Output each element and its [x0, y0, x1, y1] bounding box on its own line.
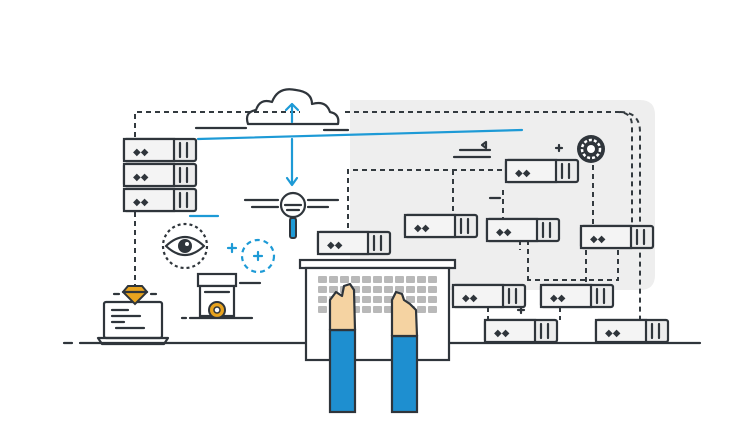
- keyboard-key: [428, 296, 437, 303]
- svg-text:◆◆: ◆◆: [327, 240, 343, 251]
- cloud-upload-icon: [194, 88, 350, 132]
- gear-icon: [577, 135, 605, 163]
- keyboard-key: [351, 276, 360, 283]
- keyboard-key: [406, 286, 415, 293]
- settings-gear-machine-icon: [180, 272, 262, 320]
- laptop-code-icon: [96, 300, 170, 346]
- motion-marks: [452, 140, 564, 315]
- keyboard-key: [340, 276, 349, 283]
- svg-text:◆◆: ◆◆: [515, 168, 531, 179]
- keyboard-key: [384, 276, 393, 283]
- keyboard-key: [362, 286, 371, 293]
- keyboard-key: [373, 286, 382, 293]
- keyboard-key: [384, 296, 393, 303]
- keyboard-key: [373, 296, 382, 303]
- keyboard-key: [362, 276, 371, 283]
- keyboard-key: [362, 296, 371, 303]
- target-icon: [226, 238, 276, 274]
- svg-text:◆◆: ◆◆: [133, 147, 149, 158]
- keyboard-key: [373, 306, 382, 313]
- typing-hands-icon: [328, 282, 419, 414]
- diamond-icon: [112, 285, 158, 306]
- keyboard-key: [406, 296, 415, 303]
- keyboard-key: [362, 306, 371, 313]
- svg-text:◆◆: ◆◆: [605, 328, 621, 339]
- svg-text:◆◆: ◆◆: [494, 328, 510, 339]
- keyboard-key: [428, 306, 437, 313]
- keyboard-key: [373, 276, 382, 283]
- keyboard-key: [417, 306, 426, 313]
- keyboard-key: [318, 286, 327, 293]
- keyboard-key: [395, 276, 404, 283]
- keyboard-key: [318, 306, 327, 313]
- keyboard-key: [417, 276, 426, 283]
- svg-text:◆◆: ◆◆: [496, 227, 512, 238]
- keyboard-key: [329, 276, 338, 283]
- keyboard-key: [384, 286, 393, 293]
- magnifier-icon: [243, 191, 340, 239]
- svg-text:◆◆: ◆◆: [414, 223, 430, 234]
- laptop-keyboard-icon: [298, 258, 457, 362]
- dashed-connectors: [134, 111, 641, 320]
- svg-text:◆◆: ◆◆: [133, 197, 149, 208]
- keyboard-key: [417, 296, 426, 303]
- keyboard-key: [428, 276, 437, 283]
- server-stack-icon: ◆◆ ◆◆ ◆◆: [122, 137, 198, 213]
- svg-text:◆◆: ◆◆: [590, 234, 606, 245]
- keyboard-key: [318, 296, 327, 303]
- keyboard-key: [417, 286, 426, 293]
- blue-signal-lines: [188, 128, 524, 218]
- server-unit-icon: ◆◆ ◆◆ ◆◆ ◆◆ ◆◆: [316, 158, 670, 344]
- keyboard-key: [318, 276, 327, 283]
- svg-text:◆◆: ◆◆: [133, 172, 149, 183]
- eye-icon: [161, 222, 209, 270]
- keyboard-key: [406, 276, 415, 283]
- keyboard-key: [395, 286, 404, 293]
- svg-text:◆◆: ◆◆: [462, 293, 478, 304]
- svg-text:◆◆: ◆◆: [550, 293, 566, 304]
- keyboard-key: [428, 286, 437, 293]
- keyboard-key: [384, 306, 393, 313]
